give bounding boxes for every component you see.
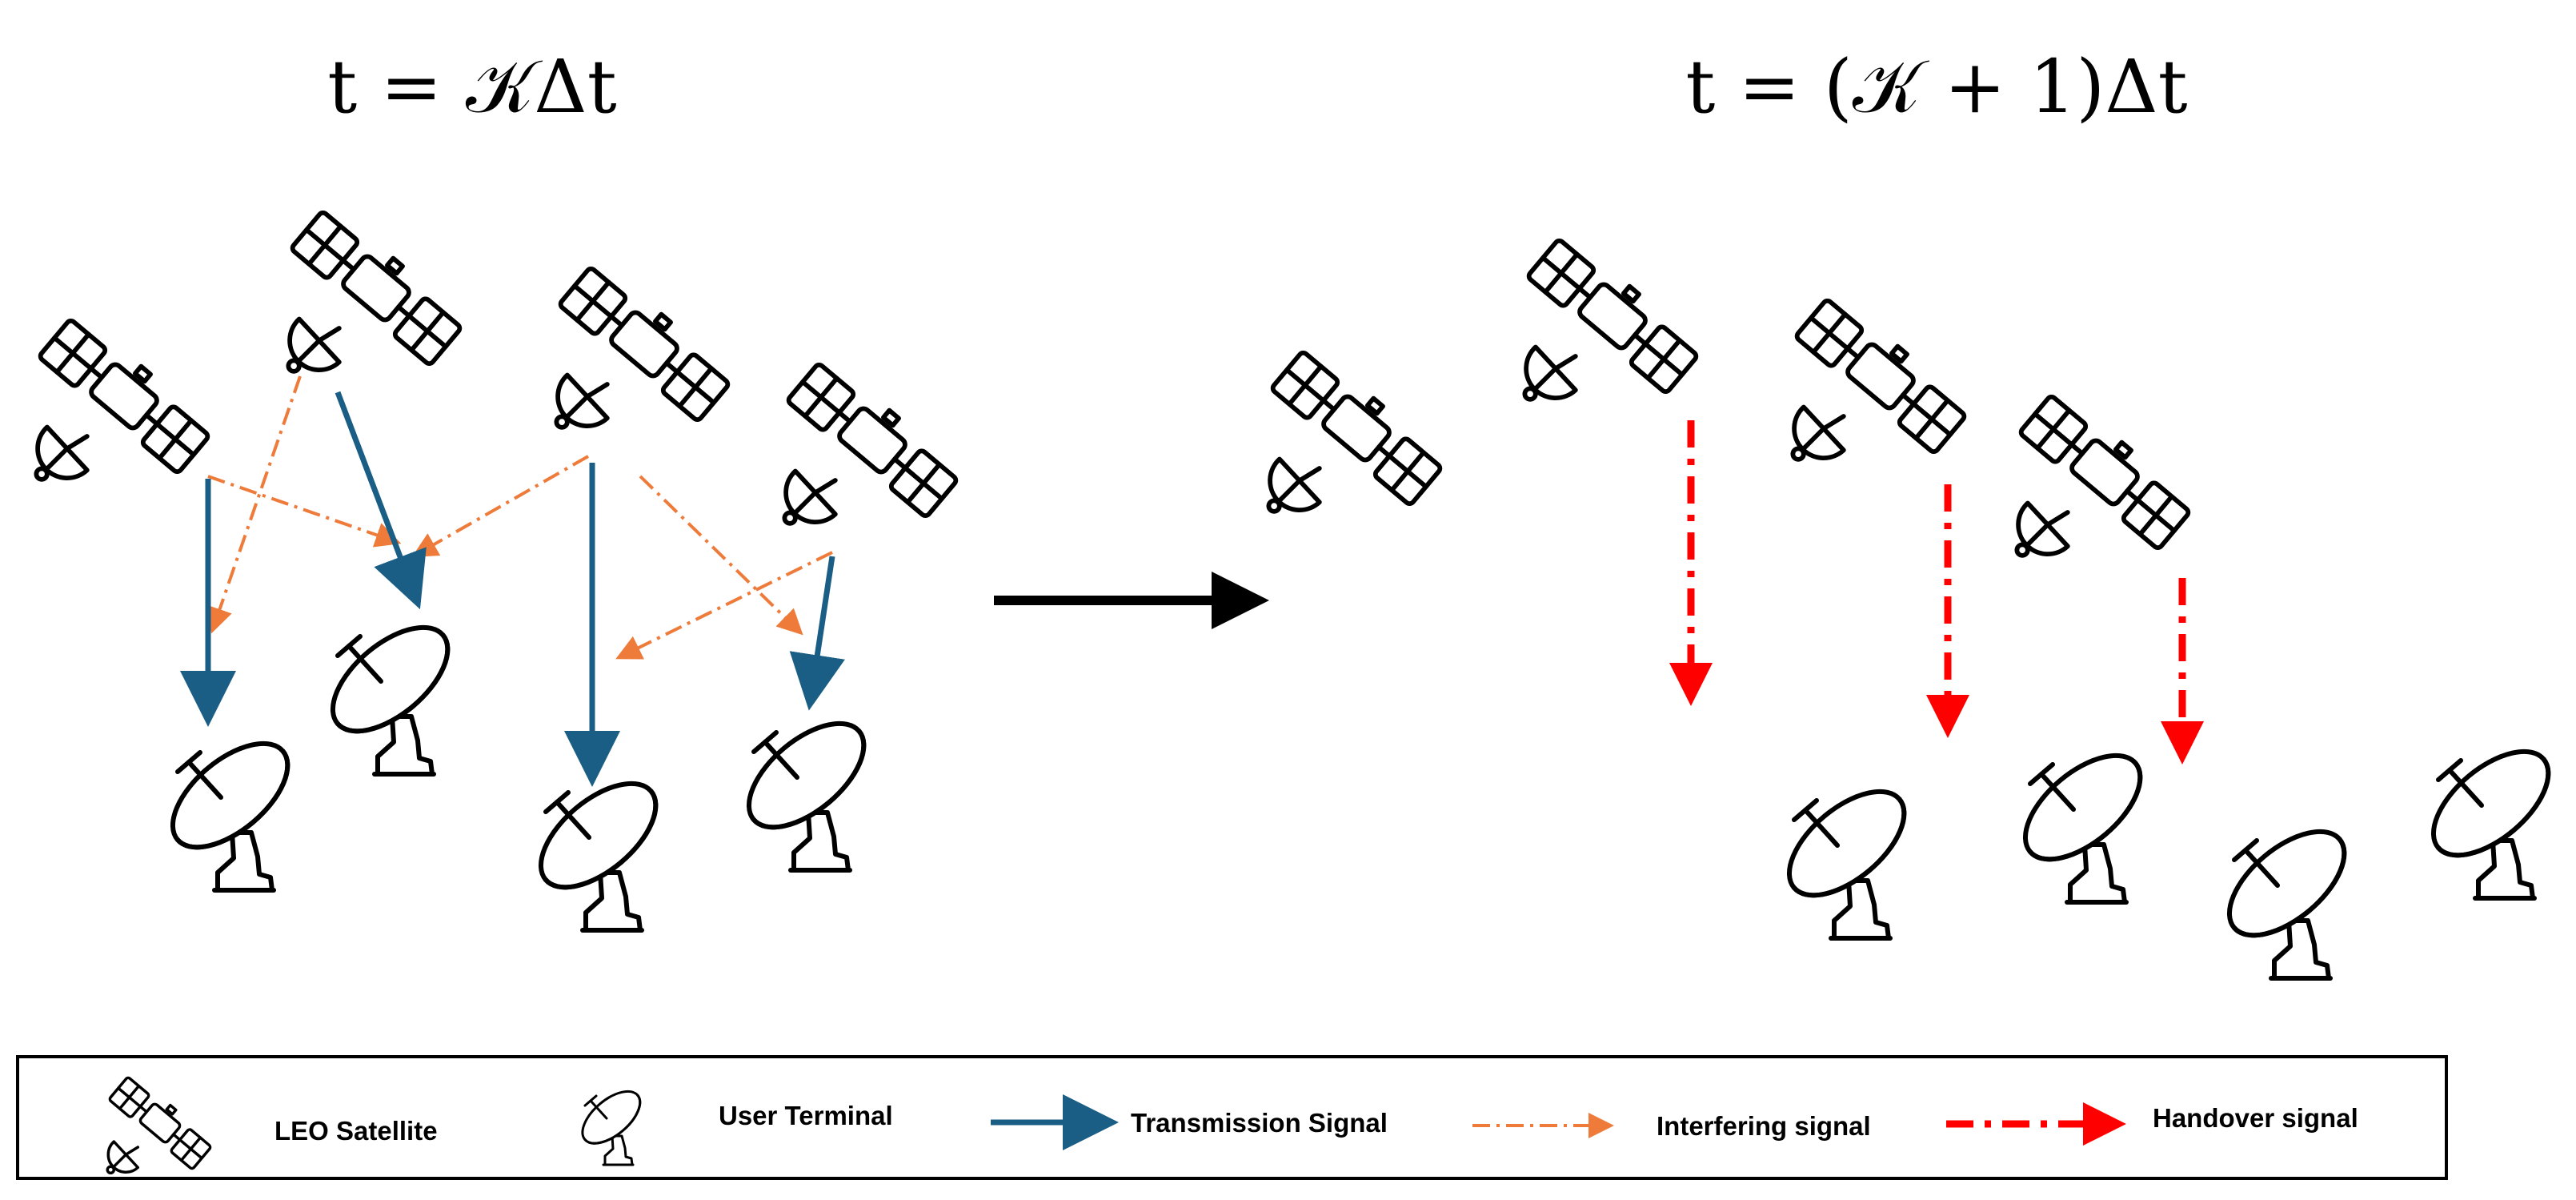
legend-terminal-label: User Terminal xyxy=(719,1101,893,1130)
right-satellites xyxy=(1268,232,2196,556)
transmission-signals xyxy=(180,391,845,787)
legend-satellite-label: LEO Satellite xyxy=(274,1116,438,1146)
satellite-icon xyxy=(288,204,467,371)
transmission-arrow xyxy=(335,391,427,610)
dish-antenna-icon xyxy=(314,608,465,774)
handover-signals xyxy=(1669,420,2204,765)
satellite-icon xyxy=(1524,232,1704,399)
legend-box xyxy=(16,1055,2448,1180)
legend-interfering-label: Interfering signal xyxy=(1657,1111,1871,1141)
interfering-arrow xyxy=(207,375,302,634)
left-terminals xyxy=(154,608,881,930)
legend-handover-label: Handover signal xyxy=(2153,1103,2358,1133)
dish-antenna-icon xyxy=(731,704,881,870)
interfering-arrow xyxy=(615,551,833,660)
left-satellites xyxy=(36,204,963,524)
dish-antenna-icon xyxy=(2007,736,2157,902)
interfering-arrow xyxy=(207,475,402,548)
satellite-icon xyxy=(1793,292,1972,460)
satellite-icon xyxy=(556,260,735,427)
dish-antenna-icon xyxy=(2415,732,2566,898)
title-right: t = (𝒦 + 1)Δt xyxy=(1685,44,2187,130)
right-terminals xyxy=(1771,732,2566,978)
legend-transmission-label: Transmission Signal xyxy=(1131,1108,1388,1138)
satellite-icon xyxy=(784,356,963,524)
dish-antenna-icon xyxy=(523,765,673,930)
transmission-arrow xyxy=(789,556,845,711)
dish-antenna-icon xyxy=(2211,813,2362,978)
interfering-arrow xyxy=(639,475,803,636)
title-left: t = 𝒦Δt xyxy=(327,44,616,130)
interfering-arrow xyxy=(411,455,589,557)
interfering-signals xyxy=(207,375,833,660)
satellite-icon xyxy=(1268,344,1448,512)
dish-antenna-icon xyxy=(1771,773,1921,938)
dish-antenna-icon xyxy=(154,724,305,890)
satellite-icon xyxy=(36,312,215,480)
satellite-icon xyxy=(2017,388,2196,556)
legend: LEO Satellite User Terminal Transmission… xyxy=(16,1055,2448,1180)
